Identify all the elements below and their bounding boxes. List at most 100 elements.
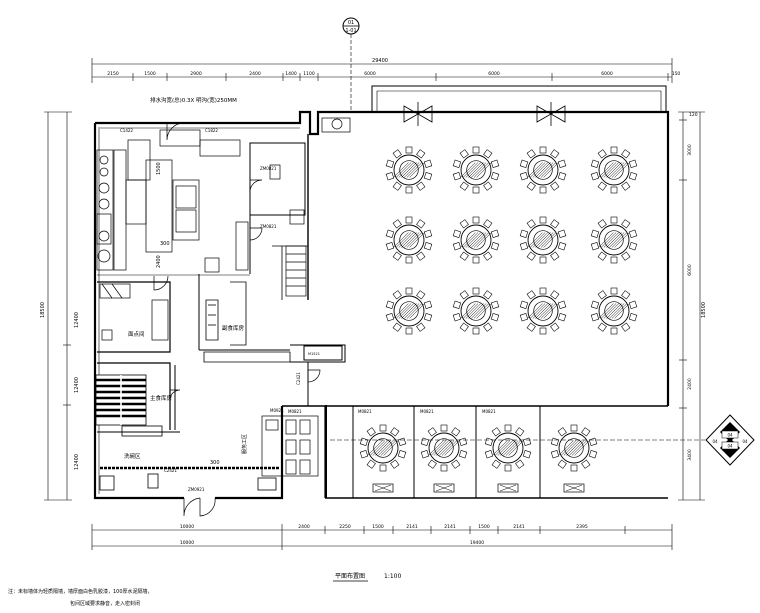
dining-table-5 <box>385 216 433 264</box>
dining-table-7 <box>519 216 567 264</box>
kitchen-equipment <box>96 117 351 297</box>
door-code-m6: M0821 <box>420 409 434 414</box>
door-code-m8: M0821 <box>288 409 302 414</box>
left-dim-total: 18500 <box>40 302 46 318</box>
note-line-1: 注：未标墙体为轻质隔墙，墙厚面白色乳胶漆，100厚水泥隔墙， <box>8 588 153 595</box>
dining-table-10 <box>452 287 500 335</box>
dining-table-6 <box>452 216 500 264</box>
elevator-code: M1521 <box>308 352 320 356</box>
kitchen-dim-4: 300 <box>210 460 220 466</box>
door-code-m1: C1422 <box>120 128 133 133</box>
main-store-shelves <box>95 374 147 426</box>
right-dim-4: 2400 <box>687 378 693 390</box>
private-room-table-3 <box>484 424 532 472</box>
bottom-dim-8: 2141 <box>513 524 525 530</box>
door-code-m7: M0821 <box>482 409 496 414</box>
top-dim-4: 2400 <box>249 71 261 77</box>
drawing-title: 平面布置图 1:100 <box>333 572 401 582</box>
bottom-dim-4: 1500 <box>372 524 384 530</box>
top-dim-1: 2150 <box>107 71 119 77</box>
bottom-dim-5: 2141 <box>406 524 418 530</box>
section-marker-right-bottom: 04 <box>727 444 733 449</box>
door-code-m5: M0821 <box>358 409 372 414</box>
door-code-m12: C2421 <box>164 468 177 473</box>
bottom-dim-2: 2400 <box>298 524 310 530</box>
kitchen-dim-2: 2400 <box>156 255 162 268</box>
left-dim-3: 12400 <box>74 454 80 470</box>
dining-table-2 <box>452 146 500 194</box>
bottom-dim-7: 1500 <box>478 524 490 530</box>
dining-table-12 <box>590 287 638 335</box>
dining-table-8 <box>590 216 638 264</box>
entrance-doors <box>403 102 566 126</box>
right-dimensions <box>678 111 705 501</box>
door-code-m11: C2421 <box>296 372 301 385</box>
door-code-m2: C1822 <box>205 128 218 133</box>
bottom-dim-9: 2395 <box>576 524 588 530</box>
section-marker-top-number: 01 <box>348 20 354 26</box>
private-room-table-1 <box>359 424 407 472</box>
right-dim-5: 3400 <box>687 449 693 461</box>
dining-table-1 <box>385 146 433 194</box>
top-dim-8: 6000 <box>488 71 500 77</box>
section-marker-right-left: 04 <box>712 439 718 444</box>
private-room-table-4 <box>550 424 598 472</box>
dining-table-11 <box>519 287 567 335</box>
door-code-m9: M0921 <box>270 408 284 413</box>
left-dimensions <box>44 111 72 501</box>
bottom-dim-total-left: 10000 <box>180 540 194 546</box>
dining-hall-tables <box>385 146 638 335</box>
top-dimensions <box>91 58 673 83</box>
right-dim-total: 18500 <box>701 302 707 318</box>
private-room-tables <box>359 424 598 493</box>
toilet-block <box>261 415 319 477</box>
dining-table-9 <box>385 287 433 335</box>
room-label-cold-store: 副食库房 <box>222 324 245 332</box>
top-dim-2: 1500 <box>144 71 156 77</box>
right-dim-1: 120 <box>689 112 698 118</box>
bottom-dim-6: 2141 <box>444 524 456 530</box>
section-marker-top-sheet: 1-01 <box>345 28 356 34</box>
door-swings <box>153 122 321 517</box>
private-rooms <box>324 405 668 499</box>
top-dim-6: 1100 <box>303 71 315 77</box>
dish-area <box>99 425 280 491</box>
dining-table-4 <box>590 146 638 194</box>
bottom-dim-3: 2250 <box>339 524 351 530</box>
door-code-m4: ZM0821 <box>260 224 277 229</box>
left-dim-1: 12400 <box>74 312 80 328</box>
door-code-m3: ZM0821 <box>260 166 277 171</box>
bottom-dim-1: 10000 <box>180 524 194 530</box>
pastry-room-equipment <box>99 283 169 341</box>
private-room-sofa-mark-4 <box>565 484 583 492</box>
drawing-scale: 1:100 <box>384 573 401 580</box>
top-dim-3: 2900 <box>190 71 202 77</box>
bottom-dimensions <box>91 524 673 550</box>
room-label-washroom: 洗碗区 <box>124 452 141 460</box>
top-dim-10: 150 <box>672 71 681 77</box>
top-dim-7: 6000 <box>364 71 376 77</box>
kitchen-dim-3: 300 <box>160 241 170 247</box>
room-label-main-store: 主食库房 <box>150 394 173 402</box>
bottom-dim-total: 19400 <box>470 540 484 546</box>
right-dim-2: 3000 <box>687 144 693 156</box>
right-dim-3: 6000 <box>687 264 693 276</box>
note-line-2: 包间区域要求静音，走入密封闭 <box>70 600 140 607</box>
top-dimension-total: 29400 <box>372 58 388 64</box>
top-dim-9: 6000 <box>601 71 613 77</box>
section-marker-right-right: 04 <box>742 439 748 444</box>
drawing-title-text: 平面布置图 <box>335 572 365 580</box>
corridor-walls <box>290 344 346 406</box>
private-room-table-2 <box>420 424 468 472</box>
room-label-pastry: 面点间 <box>128 330 145 338</box>
bottom-dimension-labels: 10000 2400 2250 1500 2141 2141 1500 2141… <box>180 524 588 546</box>
top-dim-5: 1400 <box>285 71 297 77</box>
kitchen-drain-note: 排水沟宽(总)0.3X 明沟(宽)250MM <box>150 96 237 104</box>
private-room-sofa-mark-3 <box>499 484 517 492</box>
kitchen-dim-1: 1500 <box>156 162 162 175</box>
left-dim-2: 12400 <box>74 377 80 393</box>
room-label-staff: 服务工区 <box>241 434 248 454</box>
section-marker-right-top: 04 <box>727 433 733 438</box>
top-dimension-labels: 2150 1500 2900 2400 1400 1100 6000 6000 … <box>107 71 680 77</box>
